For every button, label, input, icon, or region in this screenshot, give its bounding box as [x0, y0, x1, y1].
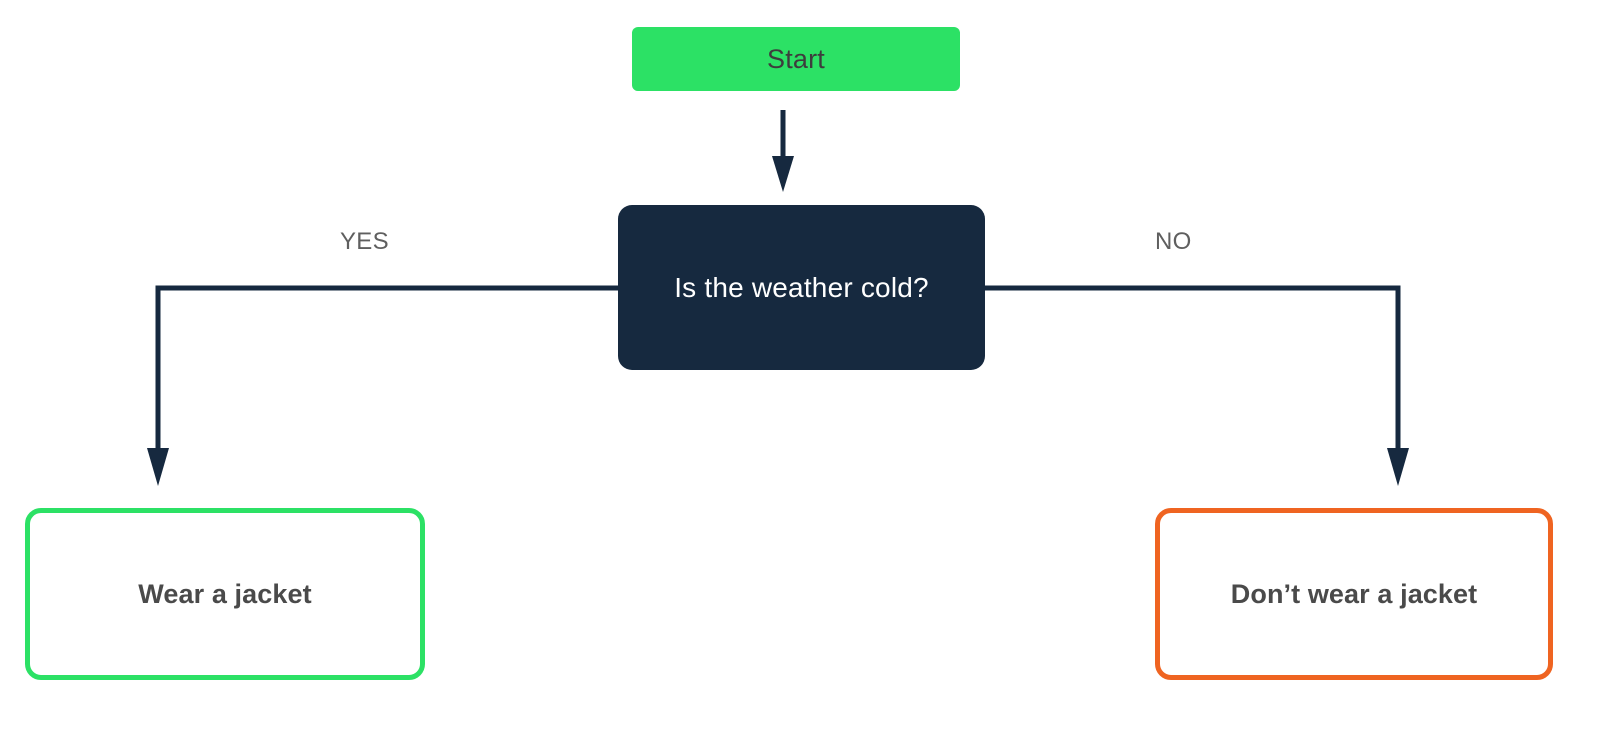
edge-label-yes: YES	[340, 228, 389, 255]
edge-label-no: NO	[1155, 228, 1192, 255]
node-outcome-wear-jacket[interactable]: Wear a jacket	[25, 508, 425, 680]
node-outcome-wear-jacket-label: Wear a jacket	[138, 578, 312, 609]
node-start[interactable]: Start	[632, 27, 960, 91]
edge-decision-to-dont-wear-jacket-line	[985, 285, 1401, 450]
node-decision-weather-cold[interactable]: Is the weather cold?	[618, 205, 985, 370]
edge-decision-to-wear-jacket	[147, 285, 618, 486]
edge-decision-to-dont-wear-jacket	[985, 285, 1409, 486]
node-start-label: Start	[766, 43, 826, 74]
node-decision-label: Is the weather cold?	[674, 271, 929, 303]
edge-decision-to-wear-jacket-arrowhead	[147, 448, 169, 486]
edge-decision-to-wear-jacket-line	[155, 285, 618, 450]
edge-start-to-decision	[772, 110, 794, 192]
node-outcome-dont-wear-jacket[interactable]: Don’t wear a jacket	[1155, 508, 1553, 680]
edge-start-to-decision-arrowhead	[772, 156, 794, 192]
node-outcome-dont-wear-jacket-label: Don’t wear a jacket	[1230, 578, 1478, 609]
edge-decision-to-dont-wear-jacket-arrowhead	[1387, 448, 1409, 486]
